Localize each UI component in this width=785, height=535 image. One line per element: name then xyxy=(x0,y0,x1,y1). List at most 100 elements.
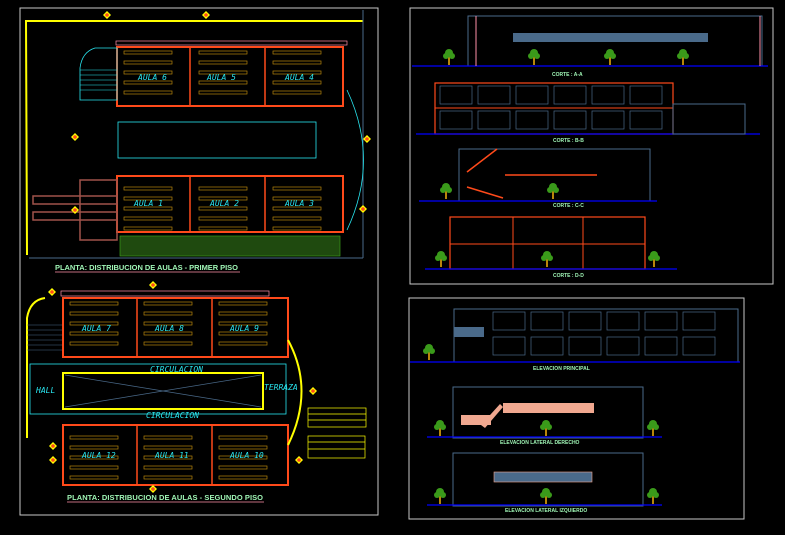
window xyxy=(477,110,511,130)
sheet-frame-elevations xyxy=(408,297,745,520)
tree-icon xyxy=(434,420,446,436)
sheet-frame-sections xyxy=(409,7,774,285)
section-a-a[interactable]: CORTE : A-A xyxy=(412,15,768,78)
hall-label: HALL xyxy=(35,386,55,395)
elevation-left[interactable]: ELEVACION LATERAL IZQUIERDO xyxy=(427,452,662,514)
elevation-front[interactable]: ELEVACION PRINCIPAL xyxy=(410,308,740,372)
plan-title: PLANTA: DISTRIBUCION DE AULAS - PRIMER P… xyxy=(55,263,238,272)
desk-row xyxy=(198,186,248,191)
window xyxy=(591,110,625,130)
window xyxy=(492,336,526,356)
elevation-right[interactable]: ELEVACION LATERAL DERECHO xyxy=(427,386,662,446)
desk-row xyxy=(272,206,322,211)
tree-icon xyxy=(434,488,446,504)
desk-row xyxy=(143,455,193,460)
section-d-d[interactable]: CORTE : D-D xyxy=(425,216,677,279)
building-outline xyxy=(452,386,644,439)
section-marker-icon[interactable] xyxy=(49,456,57,464)
desk-row xyxy=(143,301,193,306)
desk-row xyxy=(69,311,119,316)
section-marker-icon[interactable] xyxy=(71,206,79,214)
tree-icon xyxy=(541,251,553,267)
tree-icon xyxy=(443,49,455,65)
desk-row xyxy=(218,331,268,336)
classroom-block-bottom xyxy=(62,424,289,486)
desk-row xyxy=(123,60,173,65)
room-label: AULA 2 xyxy=(209,199,239,208)
tree-icon xyxy=(440,183,452,199)
property-boundary xyxy=(24,20,363,256)
room-label: AULA 10 xyxy=(229,451,264,460)
axis-line xyxy=(115,40,348,46)
tree-icon xyxy=(435,251,447,267)
window xyxy=(492,311,526,331)
desk-row xyxy=(198,226,248,231)
desk-row xyxy=(143,341,193,346)
desk-row xyxy=(69,445,119,450)
garden-vegetation xyxy=(119,235,341,257)
section-b-b[interactable]: CORTE : B-B xyxy=(416,82,760,144)
section-marker-icon[interactable] xyxy=(202,11,210,19)
window xyxy=(606,336,640,356)
circulation-label: CIRCULACION xyxy=(150,365,203,374)
section-marker-icon[interactable] xyxy=(359,205,367,213)
desk-row xyxy=(218,465,268,470)
window xyxy=(682,336,716,356)
elevation-title: ELEVACION PRINCIPAL xyxy=(533,366,590,372)
desk-row xyxy=(123,50,173,55)
desk-row xyxy=(272,226,322,231)
desk-row xyxy=(198,60,248,65)
window xyxy=(515,110,549,130)
window xyxy=(629,85,663,105)
window xyxy=(530,311,564,331)
section-marker-icon[interactable] xyxy=(71,133,79,141)
section-c-c[interactable]: CORTE : C-C xyxy=(419,148,657,209)
section-marker-icon[interactable] xyxy=(48,288,56,296)
window xyxy=(530,336,564,356)
desk-group xyxy=(69,301,268,480)
section-marker-icon[interactable] xyxy=(295,456,303,464)
window xyxy=(629,110,663,130)
desk-row xyxy=(218,455,268,460)
building-outline xyxy=(452,452,644,507)
desk-row xyxy=(272,196,322,201)
section-marker-icon[interactable] xyxy=(103,11,111,19)
room-label: AULA 11 xyxy=(154,451,189,460)
axis-line xyxy=(60,290,270,297)
circulation-area xyxy=(29,363,287,415)
section-marker-icon[interactable] xyxy=(363,135,371,143)
sheet-frame-plans xyxy=(19,7,379,516)
room-label: AULA 9 xyxy=(229,324,259,333)
plan-title: PLANTA: DISTRIBUCION DE AULAS - SEGUNDO … xyxy=(67,493,263,502)
plan-second-floor[interactable]: AULA 7 AULA 8 AULA 9 AULA 12 AULA 11 AUL… xyxy=(26,281,367,503)
section-marker-icon[interactable] xyxy=(309,387,317,395)
section-title: CORTE : A-A xyxy=(552,72,583,78)
slab xyxy=(513,33,708,42)
tree-icon xyxy=(677,49,689,65)
section-marker-icon[interactable] xyxy=(149,485,157,493)
window xyxy=(644,311,678,331)
desk-row xyxy=(123,196,173,201)
desk-row xyxy=(69,341,119,346)
tree-icon xyxy=(647,488,659,504)
desk-row xyxy=(198,80,248,85)
section-title: CORTE : C-C xyxy=(553,203,584,209)
desk-row xyxy=(123,80,173,85)
desk-row xyxy=(123,186,173,191)
window xyxy=(439,85,473,105)
desk-row xyxy=(69,455,119,460)
plan-first-floor[interactable]: AULA 6 AULA 5 AULA 4 AULA 1 AULA 2 AULA … xyxy=(24,10,371,273)
void-opening xyxy=(62,372,264,410)
desk-row xyxy=(143,435,193,440)
stair-flight xyxy=(466,186,504,199)
desk-row xyxy=(272,216,322,221)
desk-row xyxy=(198,206,248,211)
room-label: AULA 8 xyxy=(154,324,184,333)
section-marker-icon[interactable] xyxy=(149,281,157,289)
section-marker-icon[interactable] xyxy=(49,442,57,450)
stair-flight xyxy=(481,404,503,428)
desk-row xyxy=(69,301,119,306)
desk-row xyxy=(198,90,248,95)
schedule-table xyxy=(307,407,367,459)
